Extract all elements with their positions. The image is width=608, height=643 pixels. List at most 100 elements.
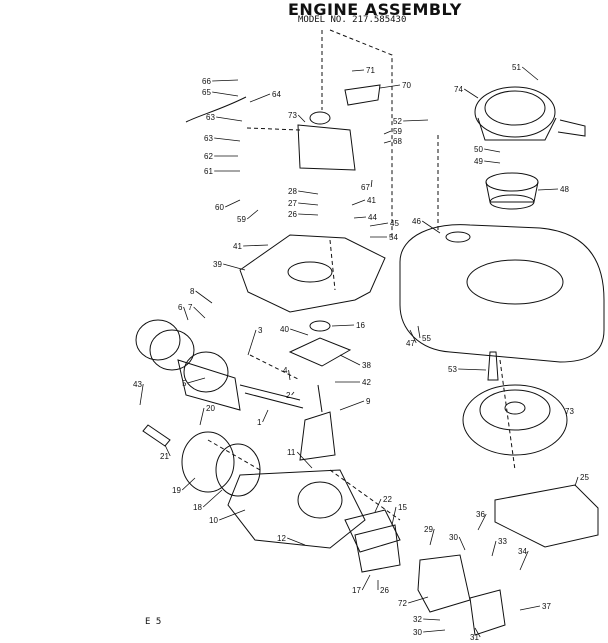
part-callout: 27 <box>288 199 297 208</box>
part-callout: 59 <box>393 127 402 136</box>
part-callout: 68 <box>393 137 402 146</box>
leader-line <box>212 91 239 97</box>
part-callout: 10 <box>209 516 218 525</box>
leader-line <box>391 506 397 526</box>
leader-line <box>423 629 446 633</box>
spark-plug <box>487 351 499 381</box>
part-callout: 17 <box>352 586 361 595</box>
carburetor <box>297 84 381 171</box>
part-callout: 15 <box>398 503 407 512</box>
part-callout: 74 <box>454 85 463 94</box>
part-callout: 12 <box>277 534 286 543</box>
leader-line <box>408 596 429 604</box>
part-callout: 3 <box>258 326 263 335</box>
part-callout: 54 <box>389 233 398 242</box>
page-mark: E 5 <box>145 617 162 627</box>
assembly-guide-lines <box>207 29 516 521</box>
part-callout: 19 <box>172 486 181 495</box>
part-callout: 71 <box>366 66 375 75</box>
part-callout: 28 <box>288 187 297 196</box>
part-callout: 59 <box>237 215 246 224</box>
cylinder-block <box>227 469 366 549</box>
leader-line <box>216 116 243 122</box>
leader-line <box>353 216 367 219</box>
leader-line <box>199 407 205 426</box>
leader-line <box>369 222 389 227</box>
part-callout: 9 <box>366 397 371 406</box>
part-callout: 30 <box>413 628 422 637</box>
part-callout: 4 <box>283 366 288 375</box>
part-callout: 50 <box>474 145 483 154</box>
part-callout: 43 <box>133 380 142 389</box>
cylinder-head-gaskets <box>181 431 261 497</box>
part-callout: 65 <box>202 88 211 97</box>
part-callout: 41 <box>367 196 376 205</box>
leader-line <box>290 328 309 336</box>
leader-line <box>262 409 269 423</box>
part-callout: 51 <box>512 63 521 72</box>
leader-line <box>202 489 223 508</box>
part-callout: 61 <box>204 167 213 176</box>
part-callout: 42 <box>362 378 371 387</box>
leader-line <box>195 290 213 304</box>
part-callout: 26 <box>288 210 297 219</box>
base-plate <box>239 234 386 313</box>
part-callout: 41 <box>233 242 242 251</box>
leader-line <box>521 66 539 81</box>
leader-line <box>383 130 392 135</box>
fuel-line <box>185 96 247 123</box>
leader-line <box>287 537 306 546</box>
leader-line <box>297 114 306 123</box>
leader-line <box>339 400 365 411</box>
part-callout: 8 <box>190 287 195 296</box>
leader-line <box>383 140 392 144</box>
leader-line <box>484 148 501 153</box>
part-callout: 63 <box>204 134 213 143</box>
part-callout: 52 <box>393 117 402 126</box>
leader-line <box>361 574 371 591</box>
leader-line <box>379 84 401 89</box>
leader-line <box>409 329 417 344</box>
part-callout: 30 <box>449 533 458 542</box>
part-callout: 37 <box>542 602 551 611</box>
leader-line <box>183 306 189 321</box>
part-callout: 72 <box>398 599 407 608</box>
part-callout: 11 <box>287 448 296 457</box>
part-callout: 2 <box>286 391 291 400</box>
leader-line <box>370 179 373 188</box>
leader-line <box>458 368 487 371</box>
part-callout: 70 <box>402 81 411 90</box>
leader-line <box>537 188 559 191</box>
leader-line <box>246 209 259 220</box>
spark-plug-lower <box>142 424 171 447</box>
diagram-title: ENGINE ASSEMBLY <box>288 0 462 19</box>
leader-line <box>474 627 481 638</box>
lower-carburetor <box>417 554 506 636</box>
leader-line <box>187 377 206 384</box>
part-callout: 64 <box>272 90 281 99</box>
part-callout: 47 <box>406 339 415 348</box>
flywheel <box>462 384 568 456</box>
part-callout: 20 <box>206 404 215 413</box>
bearing-plate <box>288 320 352 367</box>
part-callout: 63 <box>206 113 215 122</box>
part-callout: 39 <box>213 260 222 269</box>
part-callout: 73 <box>565 407 574 416</box>
leader-line <box>249 93 271 103</box>
part-callout: 46 <box>412 217 421 226</box>
part-callout: 18 <box>193 503 202 512</box>
leader-line <box>225 199 241 208</box>
part-callout: 73 <box>288 111 297 120</box>
crankshaft-assembly <box>239 384 336 461</box>
leader-line <box>519 550 529 571</box>
leader-line <box>491 540 497 557</box>
leader-line <box>484 160 501 164</box>
leader-line <box>212 79 239 82</box>
part-callout: 29 <box>424 525 433 534</box>
part-callout: 31 <box>470 633 479 642</box>
leader-line <box>574 476 579 487</box>
leader-line <box>181 477 196 491</box>
